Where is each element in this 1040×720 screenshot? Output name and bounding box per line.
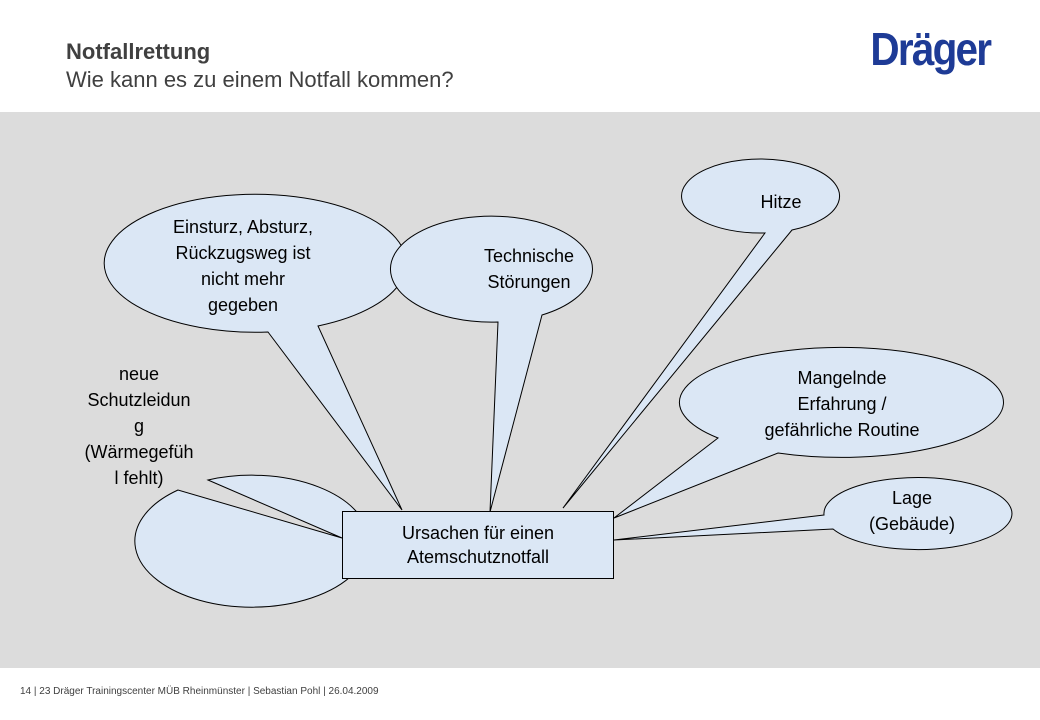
callout-schutzkleidung-shape	[134, 474, 370, 608]
callout-lage-shape	[613, 477, 1013, 551]
center-cause-box: Ursachen für einen Atemschutznotfall	[342, 511, 614, 579]
callout-hitze-shape	[562, 158, 840, 509]
slide-title: Notfallrettung	[66, 39, 211, 64]
slide-subtitle: Wie kann es zu einem Notfall kommen?	[66, 67, 454, 92]
draeger-logo: Dräger	[870, 23, 992, 75]
callout-schutzkleidung: neue Schutzleidun g (Wärmegefüh l fehlt)	[84, 364, 194, 488]
title-block: Notfallrettung Wie kann es zu einem Notf…	[66, 38, 454, 94]
callout-einsturz: Einsturz, Absturz, Rückzugsweg ist nicht…	[172, 217, 314, 315]
callout-mangelnde-shape	[613, 346, 1004, 519]
footer: 14 | 23 Dräger Trainingscenter MÜB Rhein…	[20, 686, 379, 697]
callout-lage: Lage (Gebäude)	[868, 488, 956, 534]
callout-technische: Technische Störungen	[483, 246, 575, 292]
callout-mangelnde: Mangelnde Erfahrung / gefährliche Routin…	[764, 368, 920, 440]
callout-hitze: Hitze	[760, 192, 802, 212]
callout-technische-shape	[389, 215, 593, 513]
